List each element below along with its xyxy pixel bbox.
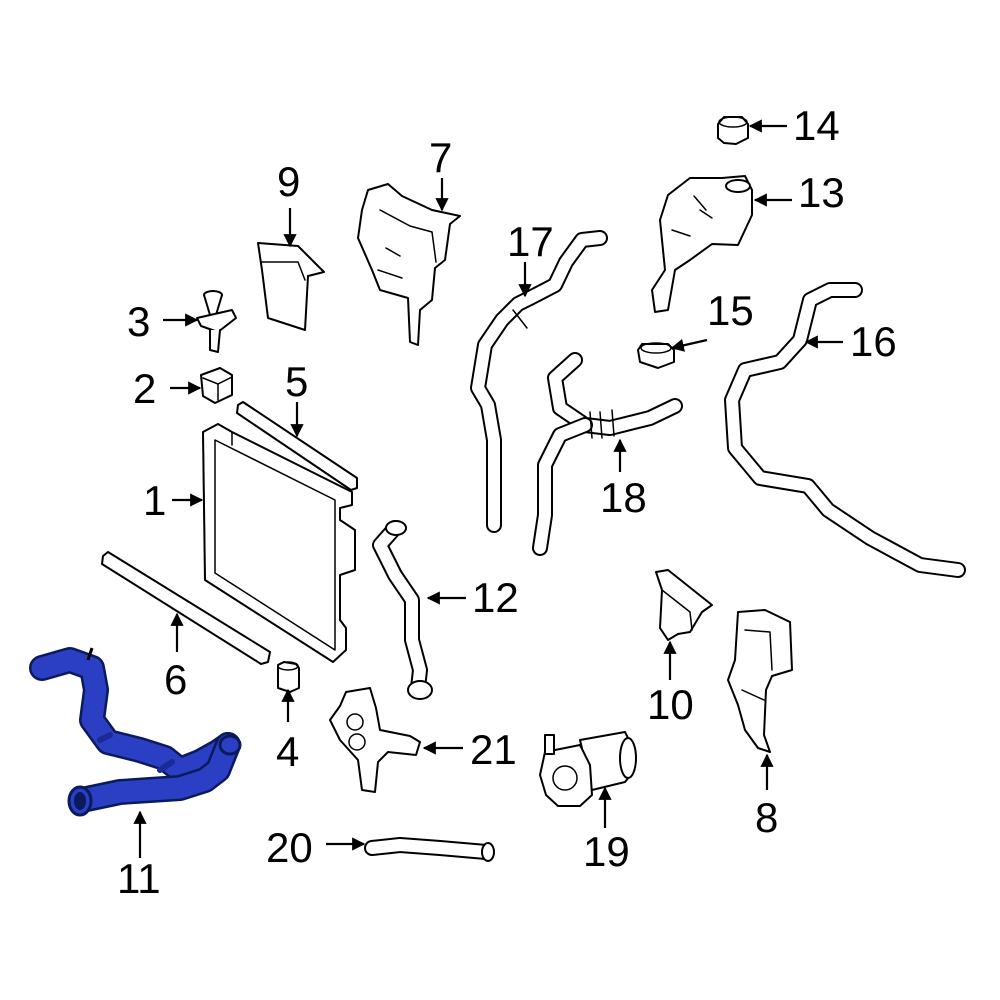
clip-part-3[interactable] bbox=[196, 290, 237, 353]
hose-part-12[interactable] bbox=[372, 520, 433, 700]
seal-strip-part-5[interactable] bbox=[236, 401, 358, 491]
leader-arrows bbox=[133, 119, 843, 858]
label-3: 3 bbox=[127, 298, 150, 345]
label-7: 7 bbox=[429, 134, 452, 181]
label-4: 4 bbox=[276, 728, 299, 775]
bushing-part-4[interactable] bbox=[277, 661, 300, 693]
seal-strip-part-6[interactable] bbox=[101, 551, 271, 665]
label-5: 5 bbox=[285, 358, 308, 405]
mount-part-2[interactable] bbox=[200, 367, 233, 404]
bracket-part-10[interactable] bbox=[655, 569, 713, 641]
reservoir-part-13[interactable] bbox=[651, 175, 753, 313]
hose-part-16[interactable] bbox=[724, 282, 966, 578]
label-16: 16 bbox=[850, 318, 897, 365]
label-9: 9 bbox=[277, 158, 300, 205]
grommet-part-15[interactable] bbox=[637, 342, 675, 369]
label-6: 6 bbox=[164, 656, 187, 703]
radiator-part-1[interactable] bbox=[202, 423, 356, 663]
hose-part-11-highlighted[interactable] bbox=[29, 647, 242, 817]
label-19: 19 bbox=[583, 828, 630, 875]
fitting-part-21[interactable] bbox=[329, 687, 421, 793]
bracket-part-8[interactable] bbox=[727, 609, 793, 753]
label-12: 12 bbox=[472, 574, 519, 621]
label-8: 8 bbox=[755, 794, 778, 841]
label-2: 2 bbox=[133, 365, 156, 412]
shroud-part-7[interactable] bbox=[357, 183, 461, 346]
label-18: 18 bbox=[600, 474, 647, 521]
label-10: 10 bbox=[647, 681, 694, 728]
hose-part-17[interactable] bbox=[470, 230, 608, 533]
water-pump-part-19[interactable] bbox=[539, 731, 637, 807]
label-20: 20 bbox=[266, 824, 313, 871]
callout-labels: 1 2 3 4 5 6 7 8 9 10 11 12 13 14 15 16 1… bbox=[117, 102, 897, 902]
label-17: 17 bbox=[507, 218, 554, 265]
label-21: 21 bbox=[470, 726, 517, 773]
label-15: 15 bbox=[707, 287, 754, 334]
label-1: 1 bbox=[143, 477, 166, 524]
label-11: 11 bbox=[117, 855, 161, 902]
label-13: 13 bbox=[798, 169, 845, 216]
label-14: 14 bbox=[793, 102, 840, 149]
air-duct-part-9[interactable] bbox=[257, 242, 325, 331]
hose-part-18[interactable] bbox=[532, 352, 683, 556]
hose-part-20[interactable] bbox=[364, 837, 495, 862]
cap-part-14[interactable] bbox=[717, 116, 749, 145]
